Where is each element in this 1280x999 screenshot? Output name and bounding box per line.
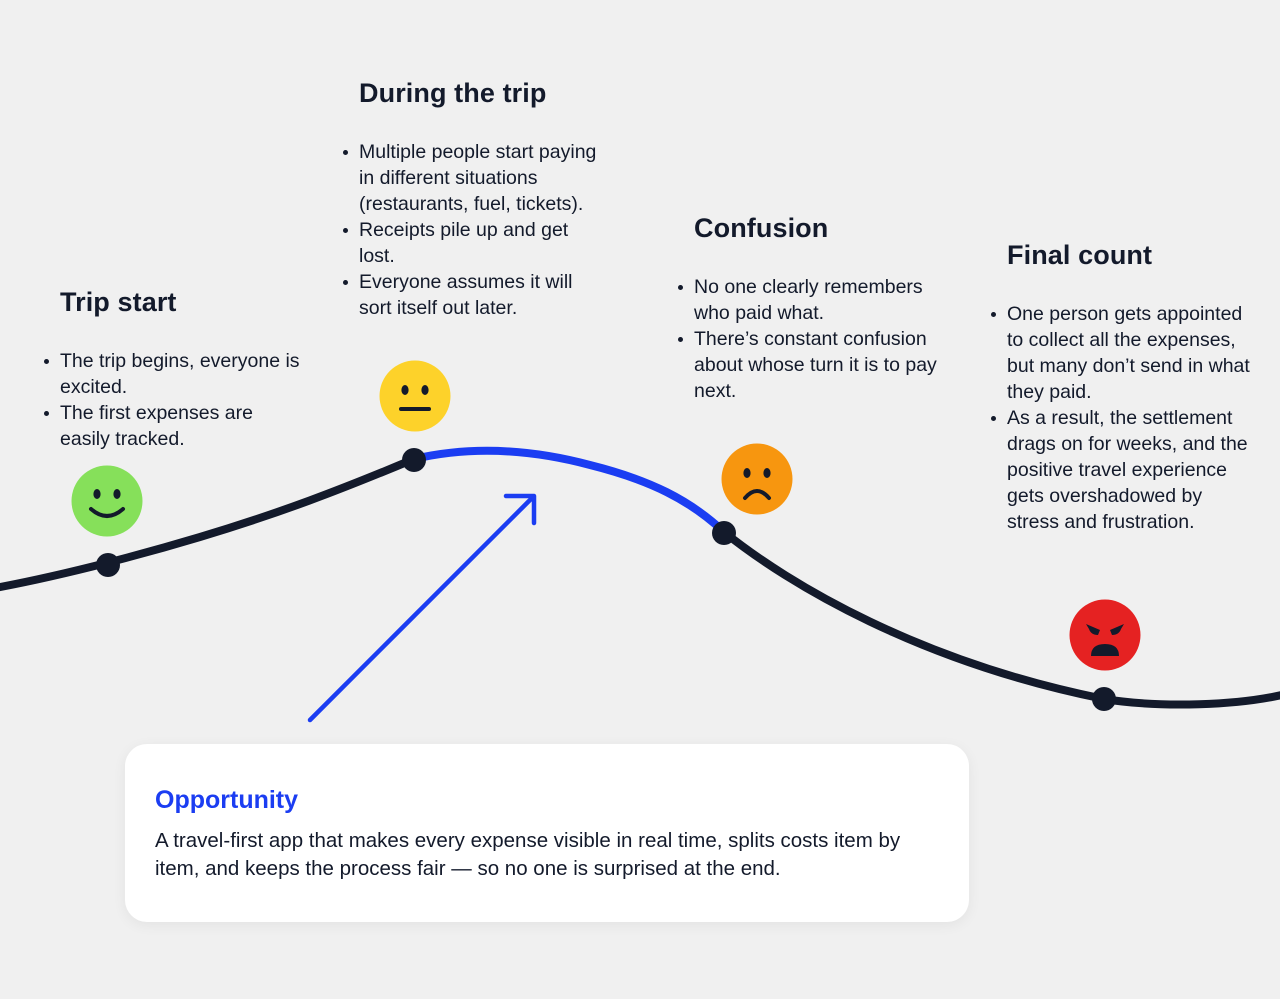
- opportunity-card: Opportunity A travel-first app that make…: [125, 744, 969, 922]
- happy-face-icon: [71, 465, 143, 537]
- stage-title: Final count: [1007, 240, 1153, 270]
- angry-face-icon: [1069, 599, 1141, 671]
- stage-bullet-list: No one clearly remembers who paid what. …: [678, 274, 939, 404]
- stage-bullet: No one clearly remembers who paid what.: [678, 274, 939, 326]
- opportunity-arrow-head: [503, 493, 537, 526]
- stage-during-the-trip: During the trip Multiple people start pa…: [343, 76, 609, 321]
- stage-bullet: Everyone assumes it will sort itself out…: [343, 269, 609, 321]
- stage-bullet: Receipts pile up and get lost.: [343, 217, 609, 269]
- stage-bullet-list: Multiple people start paying in differen…: [343, 139, 609, 321]
- stage-point-final-count: [1092, 687, 1116, 711]
- stage-title: Confusion: [694, 213, 829, 243]
- stage-bullet: The first expenses are easily tracked.: [44, 400, 300, 452]
- stage-bullet: There’s constant confusion about whose t…: [678, 326, 939, 404]
- sad-face-icon: [721, 443, 793, 515]
- stage-point-trip-start: [96, 553, 120, 577]
- stage-final-count: Final count One person gets appointed to…: [991, 238, 1257, 535]
- stage-bullet-list: One person gets appointed to collect all…: [991, 301, 1257, 535]
- journey-line: [0, 455, 418, 592]
- journey-line-decline: [720, 528, 1280, 709]
- opportunity-arrow: [307, 494, 536, 723]
- stage-title: Trip start: [60, 287, 177, 317]
- neutral-face-icon: [379, 360, 451, 432]
- stage-bullet: As a result, the settlement drags on for…: [991, 405, 1257, 535]
- stage-bullet: The trip begins, everyone is excited.: [44, 350, 300, 398]
- stage-bullet: Multiple people start paying in differen…: [343, 139, 609, 217]
- stage-point-during-trip: [402, 448, 426, 472]
- opportunity-title: Opportunity: [155, 786, 299, 814]
- stage-bullet-list: The trip begins, everyone is excited. Th…: [44, 348, 300, 452]
- stage-trip-start: Trip start The trip begins, everyone is …: [44, 285, 300, 452]
- stage-confusion: Confusion No one clearly remembers who p…: [678, 211, 939, 404]
- stage-title: During the trip: [359, 78, 547, 108]
- journey-line-highlight: [410, 446, 728, 536]
- stage-point-confusion: [712, 521, 736, 545]
- stage-bullet: One person gets appointed to collect all…: [991, 301, 1257, 405]
- opportunity-text: A travel-first app that makes every expe…: [155, 829, 901, 880]
